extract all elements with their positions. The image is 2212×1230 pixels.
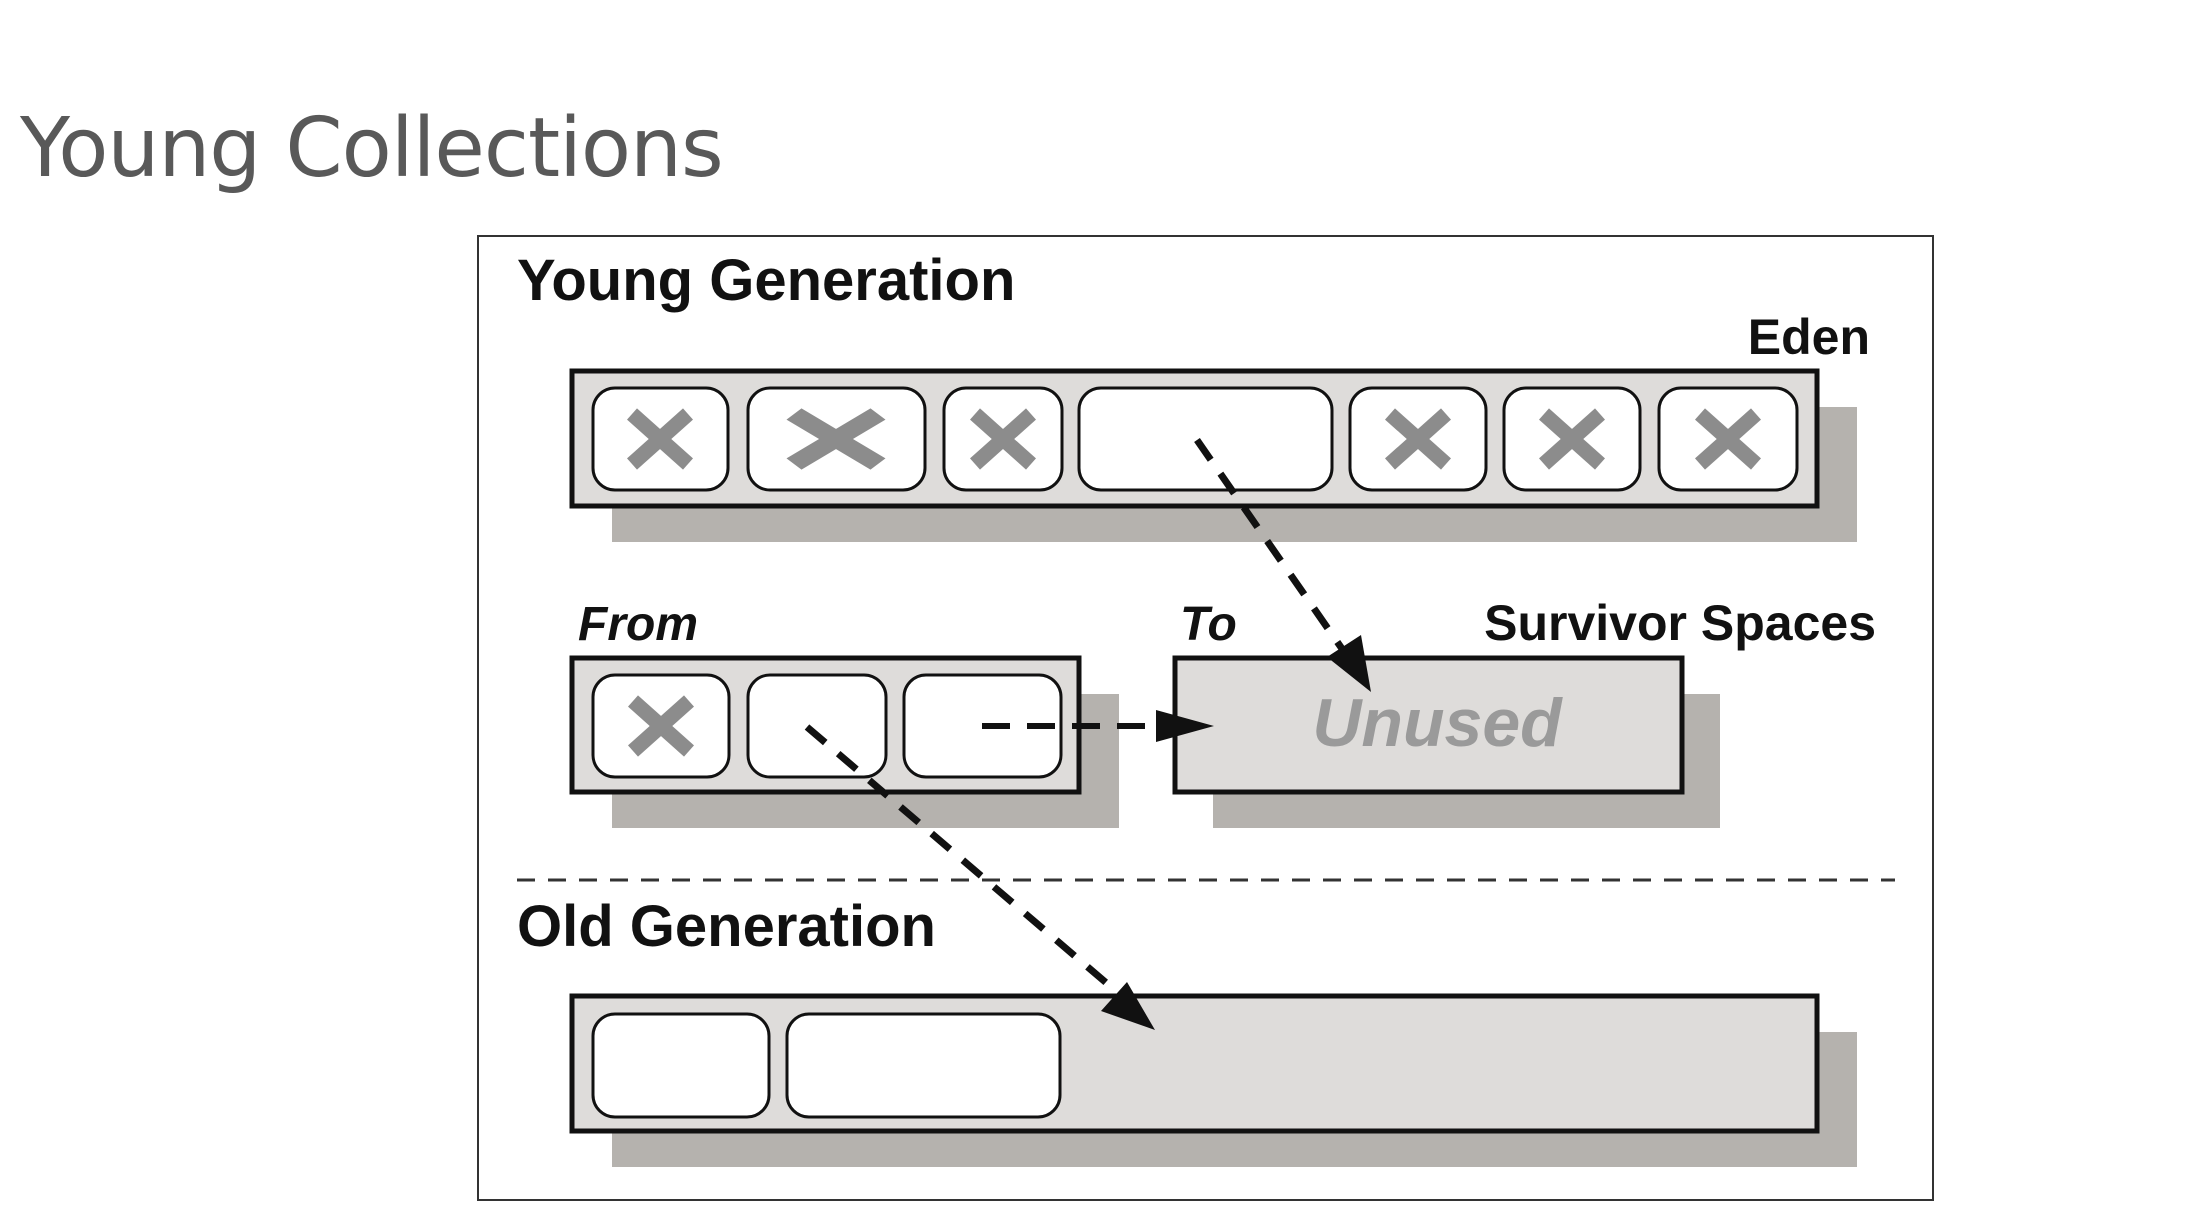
old-generation-label: Old Generation	[517, 894, 936, 959]
arrowhead-icon	[1101, 982, 1155, 1030]
arrow-from-to-survivor	[982, 710, 1214, 742]
old-generation-space	[569, 993, 1857, 1167]
arrowhead-icon	[1156, 710, 1214, 742]
eden-object-dead	[1657, 386, 1799, 492]
survivor-spaces-label: Survivor Spaces	[1484, 595, 1876, 651]
arrowhead-icon	[1327, 635, 1371, 692]
unused-label: Unused	[1312, 685, 1563, 761]
eden-object-dead	[942, 386, 1064, 492]
from-survivor-space	[569, 655, 1119, 828]
from-object-dead	[591, 673, 731, 779]
young-generation-label: Young Generation	[517, 248, 1015, 313]
to-survivor-space: Unused	[1172, 655, 1720, 828]
slide-title: Young Collections	[20, 101, 724, 196]
to-label: To	[1180, 598, 1237, 651]
old-object-live	[785, 1012, 1062, 1119]
eden-object-dead	[591, 386, 730, 492]
arrow-survivor-to-old	[804, 724, 1155, 1030]
from-label: From	[578, 598, 698, 651]
old-object-live	[591, 1012, 771, 1119]
eden-object-dead	[1348, 386, 1488, 492]
eden-space	[569, 368, 1857, 542]
old-body	[569, 993, 1820, 1134]
eden-object-dead	[1502, 386, 1642, 492]
from-object-live	[746, 673, 888, 779]
eden-object-dead	[746, 386, 927, 492]
eden-object-live	[1077, 386, 1334, 492]
arrow-eden-to-survivor	[1194, 438, 1371, 692]
eden-label: Eden	[1748, 309, 1870, 365]
